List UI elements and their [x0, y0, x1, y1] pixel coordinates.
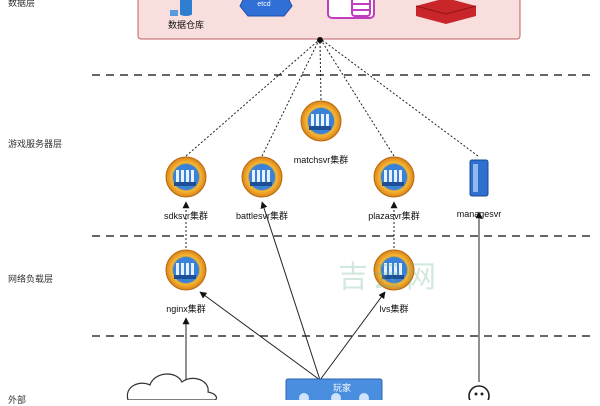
lvs-label: lvs集群 — [379, 304, 409, 314]
data-warehouse-label: 数据仓库 — [167, 20, 205, 30]
lb-to-server-connections — [182, 201, 398, 248]
plazasvr-server-icon — [373, 156, 415, 198]
player-connections — [182, 201, 483, 382]
battlesvr-label: battlesvr集群 — [235, 211, 289, 221]
battlesvr-server-icon — [241, 156, 283, 198]
matchsvr-label: matchsvr集群 — [293, 155, 349, 165]
player-label: 玩家 — [332, 383, 351, 393]
managesvr-label: managesvr — [456, 209, 502, 219]
managesvr-tower-icon — [469, 159, 489, 197]
redis-icon — [415, 0, 477, 24]
layer-label-game-servers: 游戏服务器层 — [8, 139, 63, 149]
player-box — [285, 378, 383, 400]
matchsvr-server-icon — [300, 100, 342, 142]
nginx-label: nginx集群 — [166, 304, 206, 314]
db-cylinder-icon — [327, 0, 375, 19]
connection-hub — [317, 37, 323, 43]
admin-icon — [468, 385, 490, 400]
data-layer-connections — [185, 39, 479, 157]
layer-label-data: 数据层 — [8, 0, 36, 8]
watermark: 吉云网 — [338, 260, 440, 295]
nginx-server-icon — [165, 249, 207, 291]
cloud-icon — [126, 373, 218, 400]
etcd-icon — [239, 0, 293, 17]
sdksvr-label: sdksvr集群 — [163, 211, 209, 221]
plazasvr-label: plazasvr集群 — [368, 211, 420, 221]
database-icon — [170, 0, 192, 16]
layer-label-load-balancing: 网络负载层 — [8, 274, 54, 284]
etcd-label: etcd — [257, 1, 271, 8]
layer-separators — [92, 74, 596, 337]
sdksvr-server-icon — [165, 156, 207, 198]
